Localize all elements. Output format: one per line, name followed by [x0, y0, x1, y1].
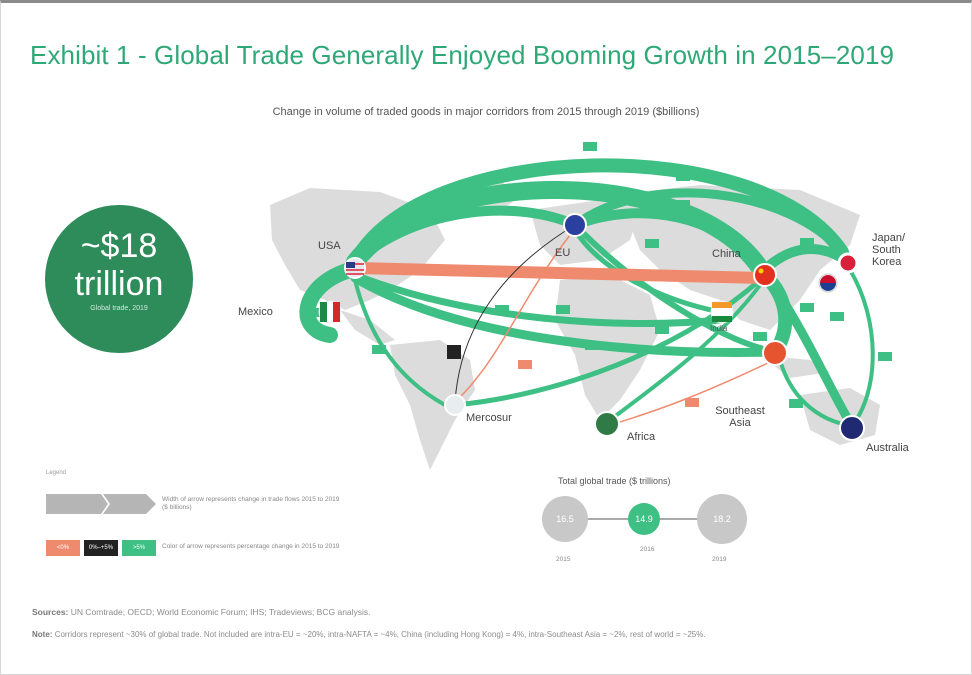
flow-tag [800, 303, 814, 312]
legend-swatch-decline: <0% [46, 540, 80, 556]
flow-eu-sea [577, 227, 778, 355]
headline-caption: Global trade, 2019 [90, 305, 148, 312]
flow-eu-mercosur-flat [454, 224, 576, 403]
africa-marker [594, 411, 620, 437]
flow-tag [518, 360, 532, 369]
exhibit-subtitle: Change in volume of traded goods in majo… [272, 106, 700, 118]
australia-flag-marker [839, 415, 865, 441]
total-trade-year: 2019 [712, 556, 727, 563]
flow-usa-eu-arc [350, 205, 580, 267]
flow-usa-india [351, 271, 724, 328]
total-trade-year: 2015 [556, 556, 571, 563]
eu-flag-marker [563, 213, 587, 237]
flow-usa-mexico [299, 262, 358, 343]
flow-tag [555, 270, 569, 279]
region-label-southeast-asia: Southeast Asia [715, 405, 765, 429]
land-central-america [340, 310, 395, 345]
region-label-mexico: Mexico [238, 306, 273, 318]
total-trade-point: 14.9 [628, 503, 660, 535]
flow-tag [830, 312, 844, 321]
region-markers [318, 213, 865, 441]
sea-marker [762, 340, 788, 366]
growth-flows [299, 158, 875, 431]
flow-eu-mercosur [454, 234, 571, 403]
flow-china-japan [765, 244, 847, 270]
flow-tag [465, 196, 479, 205]
japan-flag-marker [837, 252, 859, 274]
flow-tag [372, 345, 386, 354]
china-flag-marker [753, 263, 777, 287]
flow-usa-sea [350, 273, 780, 357]
flat-flows [454, 224, 576, 403]
land-south-america [390, 340, 475, 470]
flow-tag [311, 308, 325, 317]
region-label-china: China [712, 248, 741, 260]
flow-tag [645, 239, 659, 248]
total-trade-point: 16.5 [542, 496, 588, 542]
flow-eu-japan-arc [570, 188, 847, 257]
region-label-mercosur: Mercosur [466, 412, 512, 424]
flow-tag [878, 352, 892, 361]
region-label-india: India [710, 324, 728, 333]
flow-tag [789, 399, 803, 408]
flow-tag [676, 172, 690, 181]
flow-tag [753, 332, 767, 341]
footer-sources: Sources: UN Comtrade; OECD; World Econom… [32, 607, 371, 617]
total-trade-point: 18.2 [697, 494, 747, 544]
region-label-africa: Africa [627, 431, 656, 443]
flow-tag [676, 200, 690, 209]
flow-africa-sea [609, 361, 771, 426]
flow-tag [800, 238, 814, 247]
flow-tag [556, 305, 570, 314]
flow-tag [655, 325, 669, 334]
flow-tag [495, 305, 509, 314]
region-label-japan-south-korea: Japan/ South Korea [872, 232, 906, 268]
legend-width-text: Width of arrow represents change in trad… [162, 496, 340, 511]
flow-eu-china-arc [570, 208, 765, 273]
flow-tag [583, 142, 597, 151]
flow-tag [447, 345, 461, 359]
legend-width-arrow [46, 494, 156, 514]
flow-china-australia [765, 275, 857, 431]
flow-tags [311, 142, 892, 408]
total-trade-title: Total global trade ($ trillions) [558, 476, 671, 486]
flow-tag [585, 341, 599, 350]
region-label-usa: USA [318, 240, 341, 252]
footer-note: Note: Corridors represent ~30% of global… [32, 630, 706, 639]
legend-heading: Legend [46, 470, 67, 476]
total-trade-year: 2016 [640, 546, 655, 553]
legend-swatch-flat: 0%–+5% [84, 540, 118, 556]
region-label-australia: Australia [866, 442, 909, 454]
flow-china-africa [608, 283, 762, 422]
flow-usa-mercosur [353, 278, 447, 407]
mercosur-marker [444, 394, 466, 416]
region-label-eu: EU [555, 247, 571, 259]
legend-color-text: Color of arrow represents percentage cha… [162, 543, 340, 550]
flow-japan-australia [848, 268, 875, 428]
flow-tag [685, 398, 699, 407]
exhibit-title: Exhibit 1 - Global Trade Generally Enjoy… [30, 40, 895, 70]
legend-swatch-growth: >5% [122, 540, 156, 556]
